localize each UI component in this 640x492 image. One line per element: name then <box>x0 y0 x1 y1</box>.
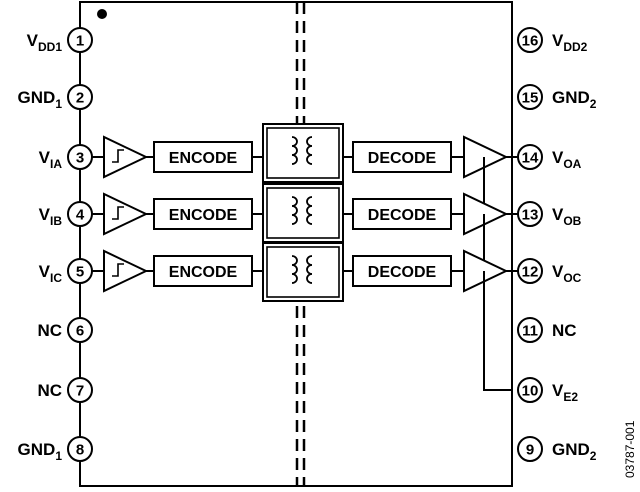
schmitt-trigger-icon <box>112 206 124 220</box>
decode-block <box>352 255 452 287</box>
pin-8: 8 GND1 <box>18 436 93 463</box>
pin-13: 13 VOB <box>517 201 582 228</box>
input-buffer-triangle <box>103 249 149 293</box>
pin-label: VIC <box>39 262 63 285</box>
transformer-coil-primary <box>291 196 298 225</box>
input-buffer-triangle <box>103 192 149 236</box>
enable-line <box>483 157 512 391</box>
schmitt-trigger-icon <box>112 149 124 163</box>
pin-number: 8 <box>76 442 84 459</box>
pin-label: VDD2 <box>552 31 588 54</box>
pin-circle <box>67 377 93 403</box>
schmitt-trigger-icon <box>112 263 124 277</box>
pin-number: 3 <box>76 150 84 167</box>
pin-2: 2 GND1 <box>18 84 93 111</box>
pin-9: 9 GND2 <box>517 436 597 463</box>
pin-circle <box>517 317 543 343</box>
pin-label: VIB <box>39 205 63 228</box>
pin-label: GND2 <box>552 440 597 463</box>
pin-label: GND1 <box>18 440 63 463</box>
pin-6: 6 NC <box>37 317 93 343</box>
pin-label: VOA <box>552 148 582 171</box>
pin-16: 16 VDD2 <box>517 27 588 54</box>
encode-label: ENCODE <box>169 264 238 281</box>
pin1-indicator-dot <box>97 9 107 19</box>
pin-number: 10 <box>522 383 539 400</box>
pin-circle <box>67 317 93 343</box>
pin-3: 3 VIA <box>39 144 93 171</box>
transformer-coil-secondary <box>306 196 313 225</box>
decode-label: DECODE <box>368 207 437 224</box>
pin-number: 5 <box>76 264 84 281</box>
pin-number: 11 <box>522 323 538 340</box>
transformer-block <box>262 123 344 183</box>
pin-number: 16 <box>522 33 539 50</box>
pin-label: VIA <box>39 148 63 171</box>
pin-number: 12 <box>522 264 539 281</box>
right-pin-column: 16 VDD2 15 GND2 14 VOA 13 VOB 12 VOC 11 … <box>517 27 597 463</box>
pin-10: 10 VE2 <box>517 377 578 404</box>
pin-label: GND2 <box>552 88 597 111</box>
pin-12: 12 VOC <box>517 258 582 285</box>
pin-circle <box>517 27 543 53</box>
pin-number: 7 <box>76 383 84 400</box>
figure-code: 03787-001 <box>623 420 637 478</box>
pin-circle <box>67 436 93 462</box>
pin-circle <box>67 84 93 110</box>
transformer-block <box>262 183 344 243</box>
signal-channels: ENCODE DECODE ENCODE <box>92 123 518 302</box>
pin-number: 14 <box>522 150 539 167</box>
pin-label: NC <box>37 381 62 400</box>
pin-label: NC <box>552 321 577 340</box>
encode-block <box>153 198 253 230</box>
pin-label: NC <box>37 321 62 340</box>
pin-number: 9 <box>526 442 534 459</box>
pin-14: 14 VOA <box>517 144 582 171</box>
pin-circle <box>517 84 543 110</box>
transformer-coil-secondary <box>306 255 313 284</box>
transformer-inner-frame <box>266 127 340 179</box>
encode-label: ENCODE <box>169 207 238 224</box>
decode-label: DECODE <box>368 264 437 281</box>
pin-number: 6 <box>76 323 84 340</box>
transformer-coil-primary <box>291 136 298 165</box>
pin-label: VOC <box>552 262 582 285</box>
encode-label: ENCODE <box>169 150 238 167</box>
pin-number: 2 <box>76 90 84 107</box>
pin-label: VOB <box>552 205 582 228</box>
pin-label: VDD1 <box>27 31 63 54</box>
transformer-coil-primary <box>291 255 298 284</box>
pin-circle <box>67 27 93 53</box>
pin-4: 4 VIB <box>39 201 93 228</box>
transformer-coil-secondary <box>306 136 313 165</box>
isolation-barrier <box>295 2 306 486</box>
pin-number: 4 <box>76 207 85 224</box>
pin-number: 1 <box>76 33 84 50</box>
pin-11: 11 NC <box>517 317 577 343</box>
transformer-inner-frame <box>266 187 340 239</box>
pin-5: 5 VIC <box>39 258 93 285</box>
input-buffer-triangle <box>103 135 149 179</box>
pin-number: 15 <box>522 90 539 107</box>
pin-circle <box>517 377 543 403</box>
transformer-inner-frame <box>266 246 340 298</box>
decode-block <box>352 141 452 173</box>
pin-label: GND1 <box>18 88 63 111</box>
channel-b: ENCODE DECODE <box>92 183 518 243</box>
channel-c: ENCODE DECODE <box>92 242 518 302</box>
encode-block <box>153 141 253 173</box>
pin-1: 1 VDD1 <box>27 27 93 54</box>
pin-number: 13 <box>522 207 539 224</box>
decode-label: DECODE <box>368 150 437 167</box>
pin-label: VE2 <box>552 381 578 404</box>
channel-a: ENCODE DECODE <box>92 123 518 183</box>
transformer-block <box>262 242 344 302</box>
left-pin-column: 1 VDD1 2 GND1 3 VIA 4 VIB 5 VIC 6 NC <box>18 27 93 463</box>
pin-circle <box>517 436 543 462</box>
pin-7: 7 NC <box>37 377 93 403</box>
pin-15: 15 GND2 <box>517 84 597 111</box>
